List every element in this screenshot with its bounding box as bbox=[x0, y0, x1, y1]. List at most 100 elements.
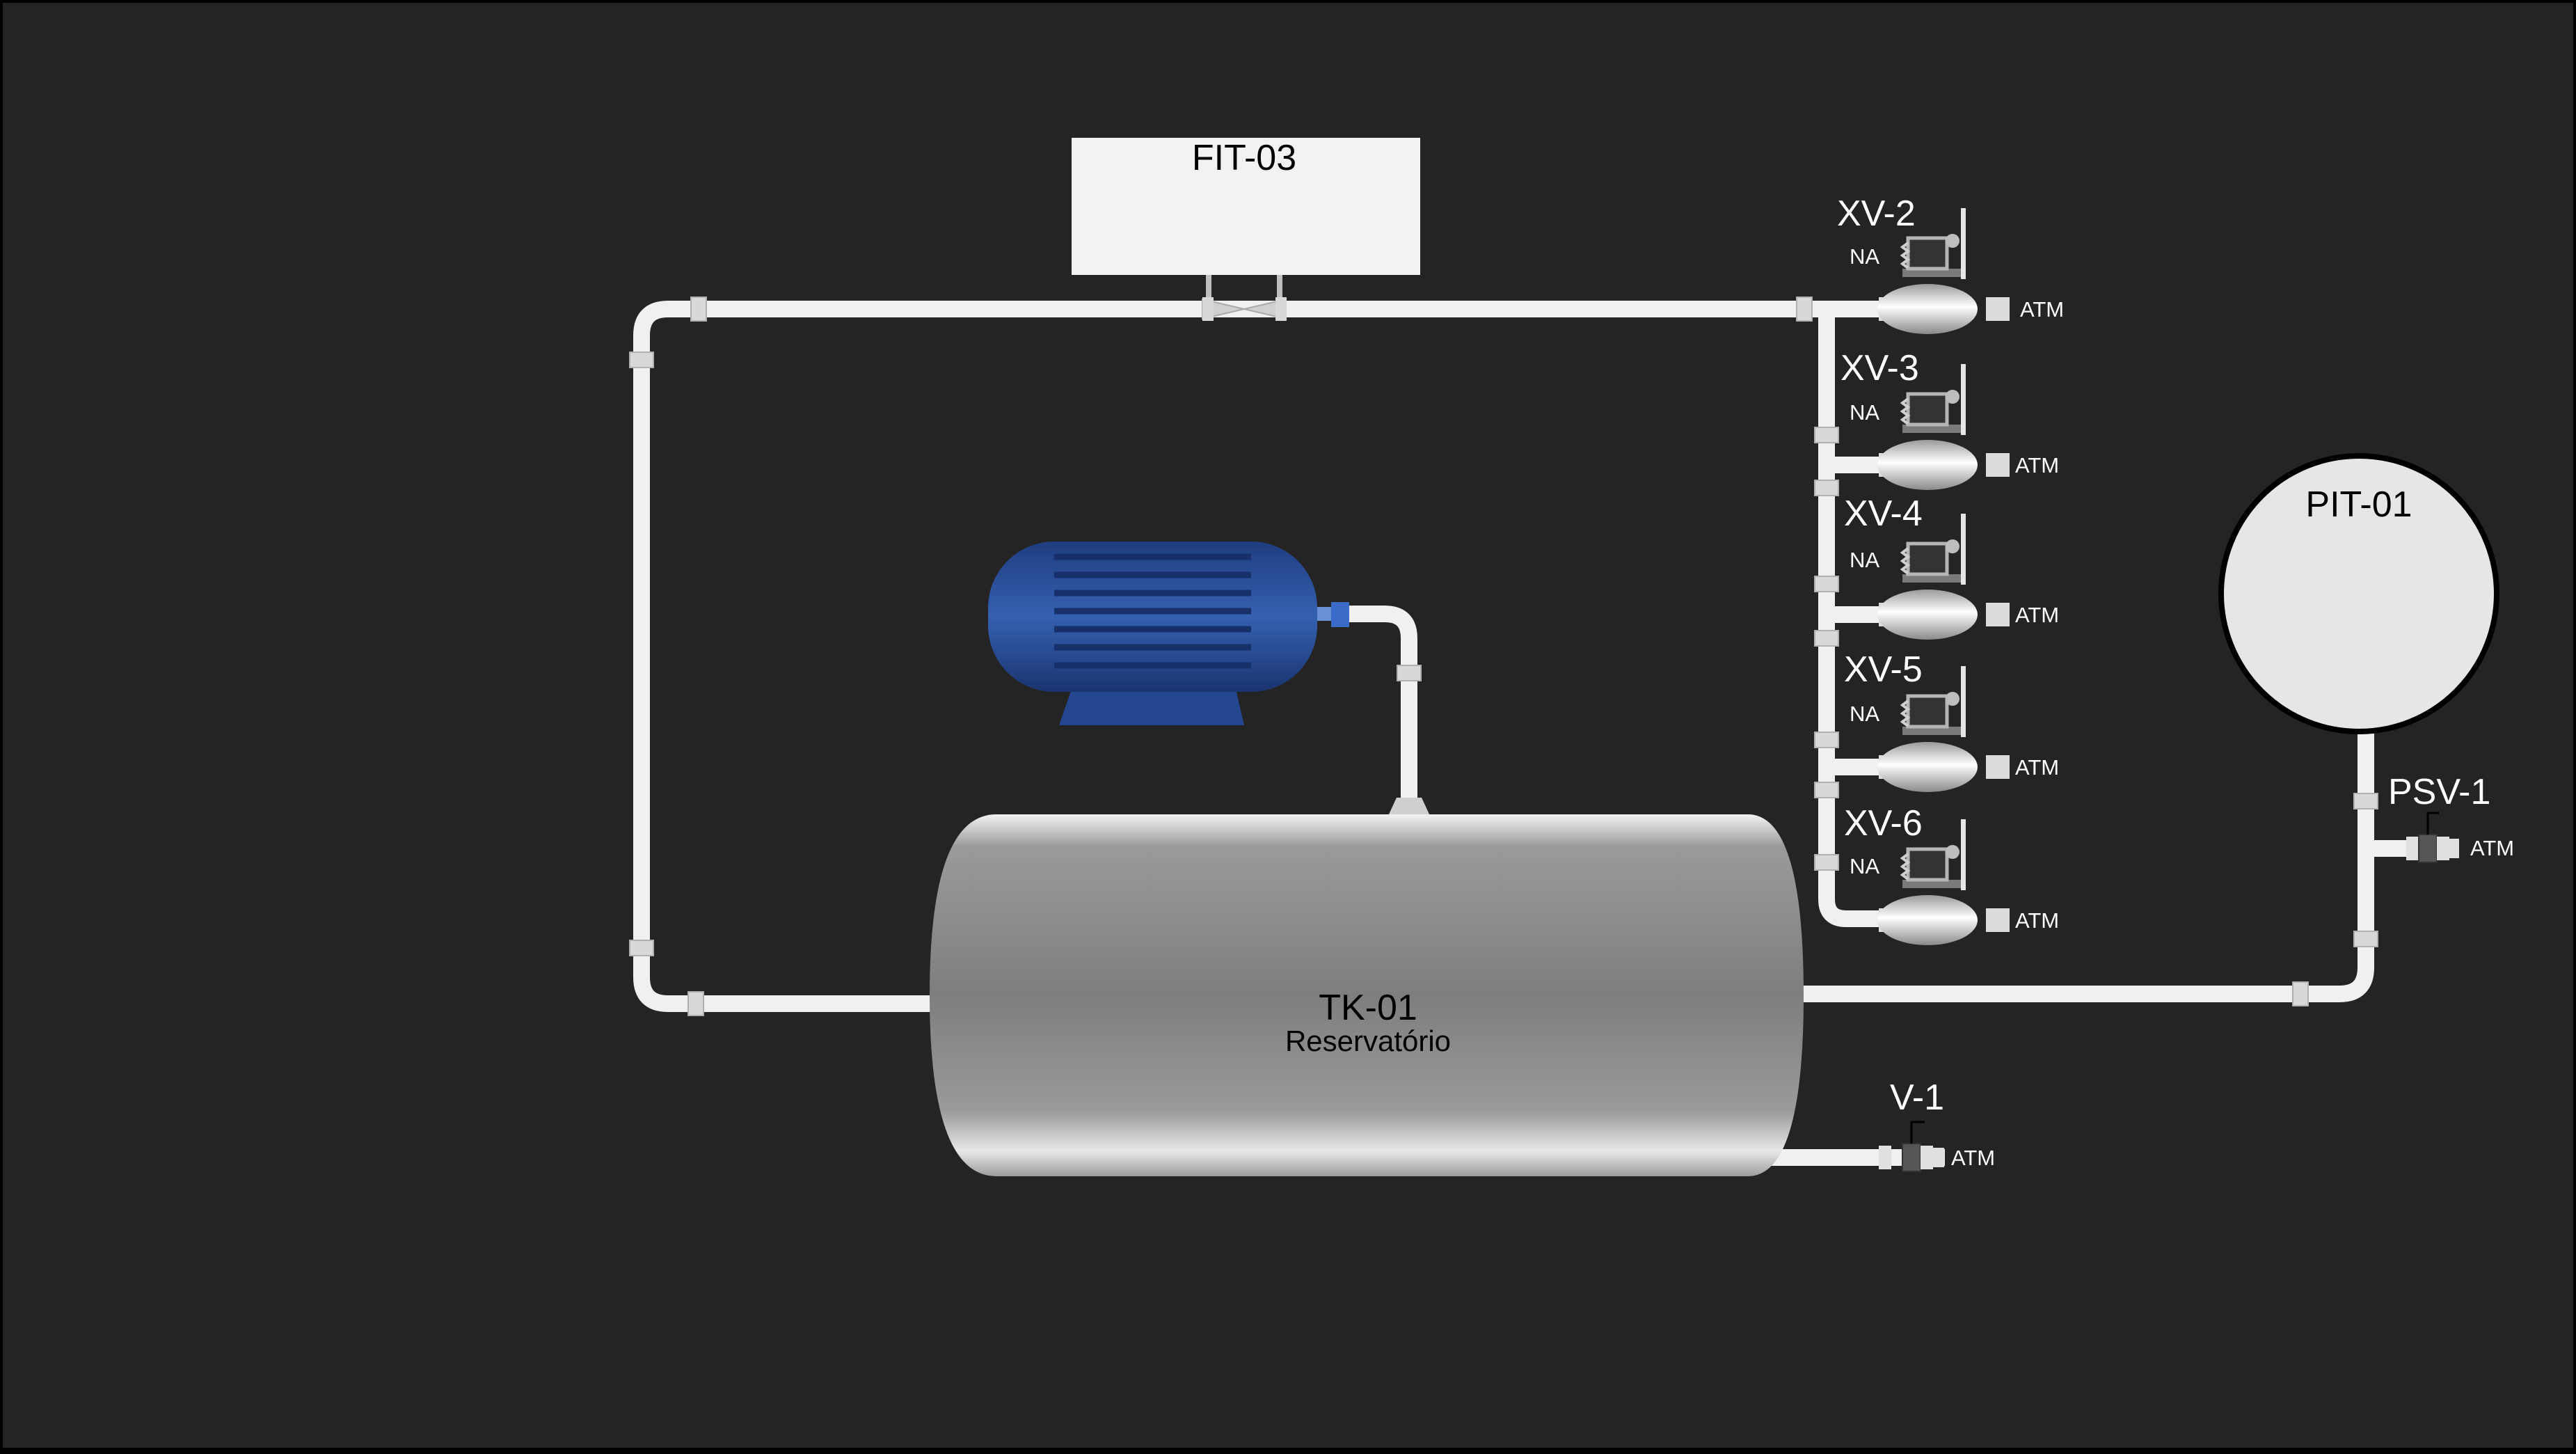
relief-valve-body bbox=[2418, 834, 2438, 863]
valve-state: NA bbox=[1850, 854, 1879, 878]
valve-yoke bbox=[1902, 574, 1962, 583]
actuator-mast bbox=[1961, 514, 1966, 585]
solenoid-valve[interactable]: XV-3 NA ATM bbox=[1840, 348, 2059, 490]
valve-outlet-label: ATM bbox=[2015, 908, 2059, 933]
drain-valve-stem bbox=[1910, 1121, 1925, 1144]
valve-tag: XV-3 bbox=[1840, 348, 1919, 388]
relief-valve-stem bbox=[2426, 812, 2439, 835]
drain-valve-outlet-label: ATM bbox=[1951, 1146, 1995, 1170]
actuator-mast bbox=[1961, 819, 1966, 890]
drain-valve-outlet bbox=[1933, 1148, 1944, 1167]
valve-body bbox=[1877, 284, 1978, 334]
valve-outlet-flange bbox=[1986, 603, 2010, 626]
solenoid-valve[interactable]: XV-4 NA ATM bbox=[1844, 493, 2059, 640]
valve-body bbox=[1877, 895, 1978, 945]
pipe-coupling bbox=[687, 991, 704, 1016]
relief-valve-tag: PSV-1 bbox=[2388, 772, 2490, 812]
actuator-spring bbox=[1900, 853, 1911, 880]
drain-valve-body bbox=[1902, 1143, 1921, 1172]
pipe-coupling bbox=[1814, 427, 1839, 443]
pressure-transmitter-face bbox=[2218, 453, 2499, 734]
valve-yoke bbox=[1902, 727, 1962, 735]
drain-valve[interactable]: V-1 ATM bbox=[1879, 1077, 1995, 1172]
valve-tag: XV-4 bbox=[1844, 493, 1923, 534]
valve-outlet-flange bbox=[1986, 297, 2010, 321]
actuator-indicator bbox=[1946, 692, 1959, 706]
valve-yoke bbox=[1902, 269, 1962, 277]
pressure-transmitter-tag: PIT-01 bbox=[2305, 484, 2412, 525]
tank-tag: TK-01 bbox=[1319, 988, 1417, 1028]
actuator-spring bbox=[1900, 242, 1911, 269]
drain-valve-tag: V-1 bbox=[1890, 1077, 1944, 1118]
valve-yoke bbox=[1902, 425, 1962, 433]
storage-tank[interactable]: TK-01 Reservatório bbox=[930, 798, 1804, 1176]
relief-valve-flange bbox=[2437, 837, 2449, 860]
flow-transmitter[interactable]: FIT-03 bbox=[1072, 138, 1420, 321]
recirculation-pipe bbox=[633, 301, 1882, 1012]
valve-outlet-label: ATM bbox=[2015, 603, 2059, 627]
motor-cooling-fins bbox=[1054, 553, 1251, 669]
valve-state: NA bbox=[1850, 702, 1879, 726]
electric-motor-icon[interactable] bbox=[988, 542, 1349, 725]
solenoid-valve[interactable]: XV-6 NA ATM bbox=[1844, 803, 2059, 945]
pipe-coupling bbox=[1397, 665, 1422, 681]
actuator-mast bbox=[1961, 666, 1966, 737]
flow-transmitter-tag: FIT-03 bbox=[1192, 138, 1296, 178]
valve-actuator bbox=[1906, 847, 1949, 882]
actuator-indicator bbox=[1946, 234, 1959, 248]
relief-valve-flange bbox=[2406, 837, 2419, 860]
drain-valve-flange bbox=[1879, 1146, 1891, 1169]
flow-transmitter-leg bbox=[1206, 275, 1211, 303]
pipe-coupling bbox=[1814, 782, 1839, 798]
relief-valve-outlet bbox=[2449, 839, 2459, 858]
pipe-coupling bbox=[690, 297, 707, 322]
pipe-couplings bbox=[629, 297, 2378, 1016]
pipe-coupling bbox=[629, 940, 654, 956]
actuator-spring bbox=[1900, 397, 1911, 425]
relief-valve-outlet-label: ATM bbox=[2470, 836, 2514, 860]
solenoid-valve-group: XV-2 NA ATM XV-3 NA ATM bbox=[1837, 193, 2064, 945]
pipe-coupling bbox=[629, 351, 654, 368]
pressure-line bbox=[1802, 731, 2374, 1002]
valve-body bbox=[1877, 590, 1978, 640]
flow-transmitter-leg bbox=[1277, 275, 1282, 303]
valve-state: NA bbox=[1850, 400, 1879, 425]
valve-tag: XV-2 bbox=[1837, 193, 1916, 234]
actuator-mast bbox=[1961, 208, 1966, 279]
valve-outlet-label: ATM bbox=[2020, 297, 2064, 322]
solenoid-valve[interactable]: XV-5 NA ATM bbox=[1844, 649, 2059, 792]
tank-nozzle bbox=[1388, 798, 1430, 816]
valve-outlet-flange bbox=[1986, 908, 2010, 932]
flow-transmitter-box bbox=[1072, 138, 1420, 275]
pipe-coupling bbox=[1814, 854, 1839, 871]
pipe-coupling bbox=[1814, 576, 1839, 592]
valve-outlet-flange bbox=[1986, 755, 2010, 779]
motor-base bbox=[1059, 689, 1244, 725]
valve-actuator bbox=[1906, 392, 1949, 427]
actuator-indicator bbox=[1946, 390, 1959, 404]
valve-outlet-label: ATM bbox=[2015, 755, 2059, 780]
relief-valve[interactable]: PSV-1 ATM bbox=[2388, 772, 2514, 863]
actuator-mast bbox=[1961, 364, 1966, 435]
actuator-spring bbox=[1900, 700, 1911, 727]
valve-outlet-label: ATM bbox=[2015, 453, 2059, 477]
pipe-network bbox=[633, 301, 2453, 1166]
valve-actuator bbox=[1906, 236, 1949, 271]
pressure-transmitter[interactable]: PIT-01 bbox=[2218, 453, 2499, 734]
valve-body bbox=[1877, 742, 1978, 792]
drain-valve-flange bbox=[1921, 1146, 1933, 1169]
solenoid-valve[interactable]: XV-2 NA ATM bbox=[1837, 193, 2064, 334]
pipe-coupling bbox=[2353, 793, 2378, 809]
flow-element-flange bbox=[1275, 297, 1287, 321]
actuator-indicator bbox=[1946, 539, 1959, 553]
valve-body bbox=[1877, 440, 1978, 490]
actuator-spring bbox=[1900, 547, 1911, 575]
valve-actuator bbox=[1906, 694, 1949, 729]
pipe-coupling bbox=[1814, 732, 1839, 748]
motor-shaft bbox=[1317, 607, 1331, 621]
pipe-coupling bbox=[2353, 931, 2378, 947]
pipe-coupling bbox=[1796, 297, 1813, 322]
pipe-coupling bbox=[2292, 981, 2309, 1006]
